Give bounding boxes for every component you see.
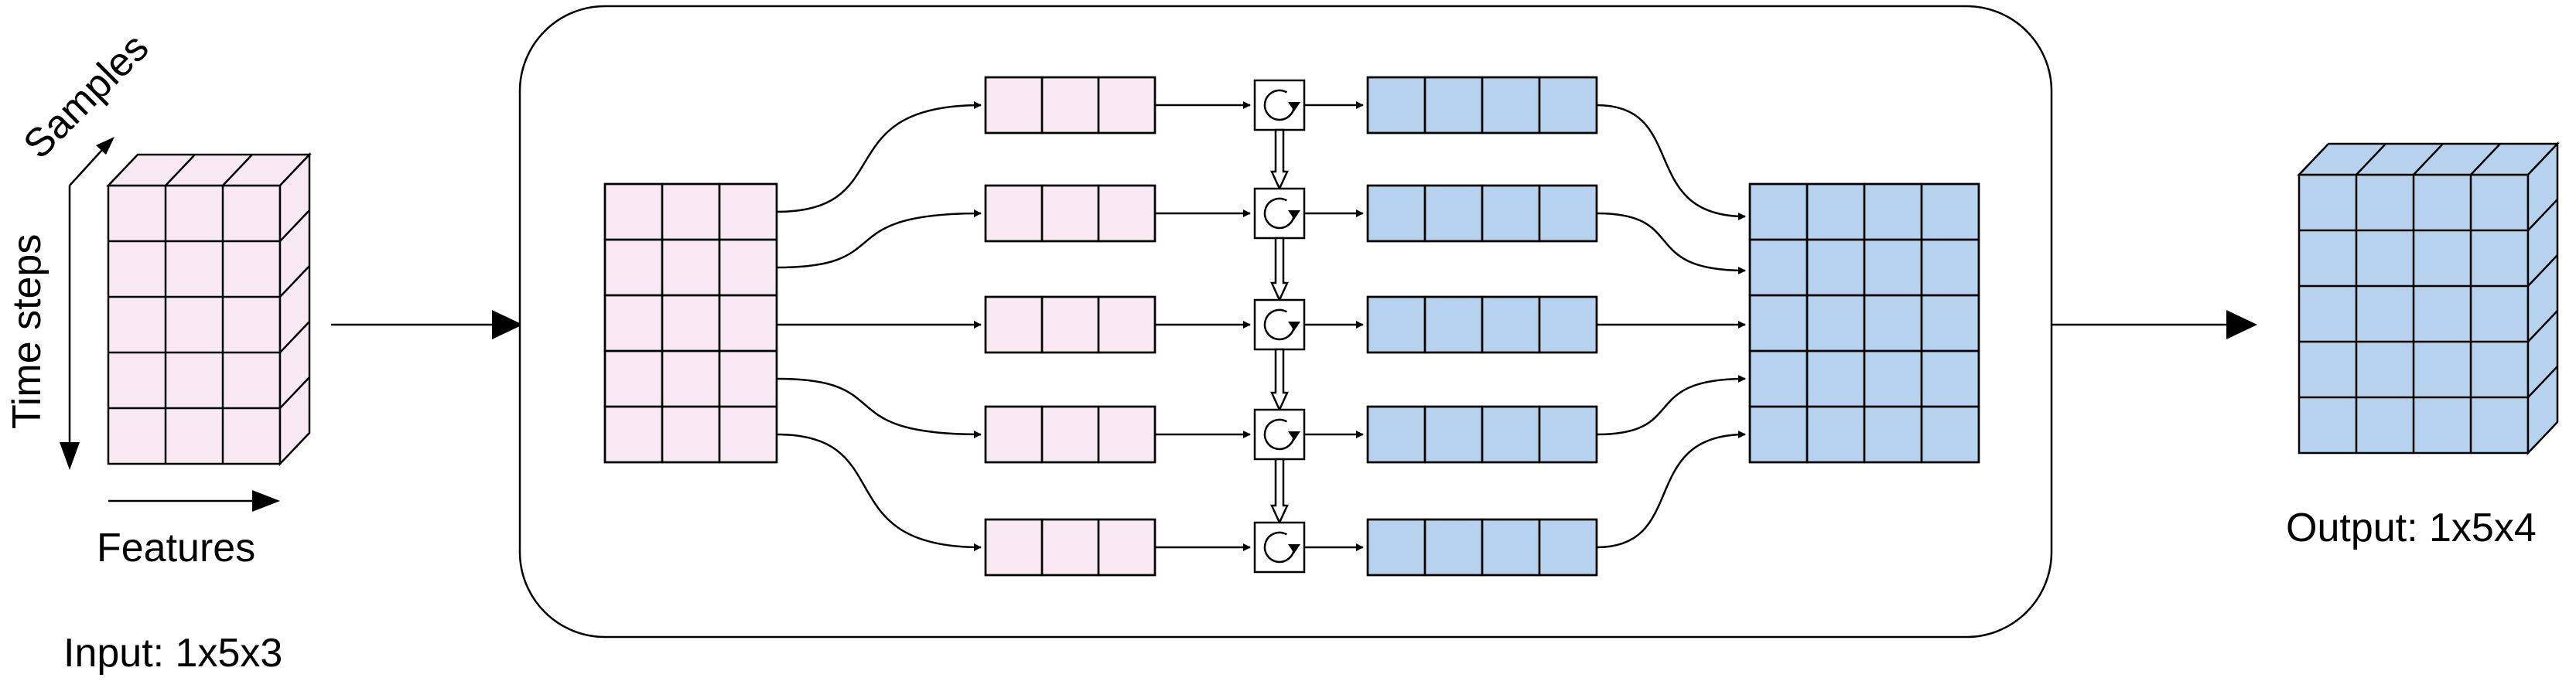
output-block-top-line	[2356, 143, 2386, 175]
input-block-side	[278, 152, 311, 467]
input-connector	[776, 377, 982, 438]
input-connector	[776, 433, 982, 551]
loop-arrowhead	[1288, 544, 1300, 553]
timestep-input-vector-bg	[984, 295, 1156, 354]
time-arrowhead	[60, 442, 80, 470]
samples-arrowhead	[96, 137, 114, 155]
time-steps-label: Time steps	[5, 234, 50, 429]
recurrent-state-arrow	[1270, 348, 1289, 413]
input-connector	[776, 101, 982, 213]
input-block-side-line	[279, 321, 310, 353]
timestep-row	[776, 431, 1746, 577]
timestep-row	[776, 184, 1746, 303]
input-block-top-line	[222, 154, 253, 186]
timestep-input-vector-bg	[984, 405, 1156, 464]
input-block-side-line	[279, 265, 310, 298]
output-block-top-line	[2413, 143, 2444, 175]
timestep-input-vector-bg	[984, 518, 1156, 577]
features-label: Features	[97, 526, 255, 570]
loop-arrowhead	[1288, 102, 1300, 111]
input-caption: Input: 1x5x3	[63, 631, 282, 676]
loop-arrowhead	[1288, 431, 1300, 441]
recurrent-loop-icon	[1263, 308, 1296, 341]
output-block-side	[2526, 141, 2559, 456]
recurrent-cell	[1253, 187, 1306, 240]
input-to-layer-arrowhead	[492, 310, 523, 339]
input-block-side-line	[279, 376, 310, 409]
layer-to-output-arrowhead	[2226, 310, 2257, 339]
input-tensor	[106, 152, 312, 467]
output-block-side-line	[2527, 310, 2558, 342]
loop-arrowhead	[1288, 322, 1300, 331]
recurrent-state-arrow	[1270, 237, 1289, 303]
recurrent-loop-icon	[1263, 89, 1296, 121]
loop-arrowhead	[1288, 210, 1300, 220]
output-block-side-line	[2527, 254, 2558, 287]
input-connector	[776, 209, 982, 269]
input-block-top-line	[165, 154, 196, 186]
output-connector	[1596, 212, 1746, 274]
input-block-top	[106, 153, 312, 187]
recurrent-loop-icon	[1263, 197, 1296, 230]
features-arrowhead	[252, 490, 280, 512]
timestep-row	[776, 295, 1746, 413]
samples-label: Samples	[15, 25, 157, 167]
recurrent-loop-icon	[1263, 531, 1296, 564]
input-block-side-line	[279, 209, 310, 242]
timestep-row	[776, 76, 1746, 220]
output-block-top-line	[2470, 143, 2501, 175]
timestep-rows	[776, 76, 1746, 577]
layer-input-grid	[603, 182, 778, 464]
recurrent-loop-icon	[1263, 418, 1296, 451]
input-block-front	[107, 184, 282, 465]
layer-input-grid-bg	[603, 182, 778, 464]
output-connector	[1596, 431, 1746, 549]
timestep-input-vector-bg	[984, 76, 1156, 135]
layer-output-grid	[1748, 182, 1980, 464]
recurrent-state-arrow	[1270, 128, 1289, 192]
output-block-side-line	[2527, 199, 2558, 231]
timestep-input-vector-bg	[984, 184, 1156, 243]
timestep-row	[776, 375, 1746, 526]
output-tensor	[2297, 141, 2560, 456]
recurrent-state-arrow	[1270, 458, 1289, 526]
output-block-side-line	[2527, 366, 2558, 398]
output-caption: Output: 1x5x4	[2286, 506, 2537, 550]
input-axes	[60, 137, 280, 512]
layer-output-grid-cell	[1920, 405, 1980, 464]
output-connector	[1596, 375, 1746, 436]
output-connector	[1596, 104, 1746, 220]
